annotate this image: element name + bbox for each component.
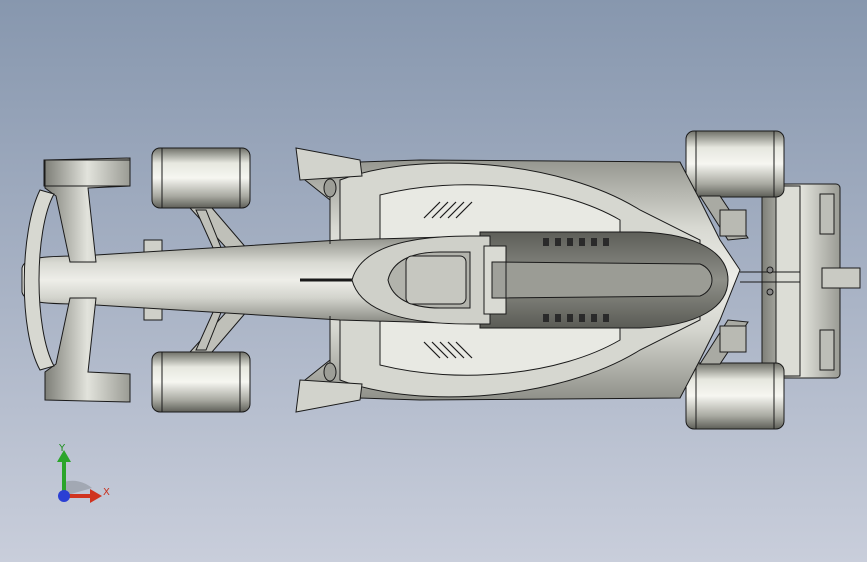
rear-right-tire bbox=[685, 362, 785, 430]
rear-suspension bbox=[699, 195, 749, 365]
front-right-tire bbox=[151, 351, 251, 413]
rear-left-tire bbox=[685, 130, 785, 198]
coordinate-triad bbox=[57, 450, 102, 503]
y-axis-label: Y bbox=[59, 443, 66, 454]
front-wing bbox=[23, 157, 131, 403]
front-left-tire bbox=[151, 147, 251, 209]
engine-cover bbox=[479, 231, 729, 329]
mirrors bbox=[323, 178, 337, 382]
sidepod-vents bbox=[423, 201, 473, 359]
x-axis-label: X bbox=[103, 487, 110, 498]
rear-wing bbox=[740, 183, 861, 379]
cockpit bbox=[351, 235, 507, 325]
front-suspension bbox=[143, 207, 249, 353]
